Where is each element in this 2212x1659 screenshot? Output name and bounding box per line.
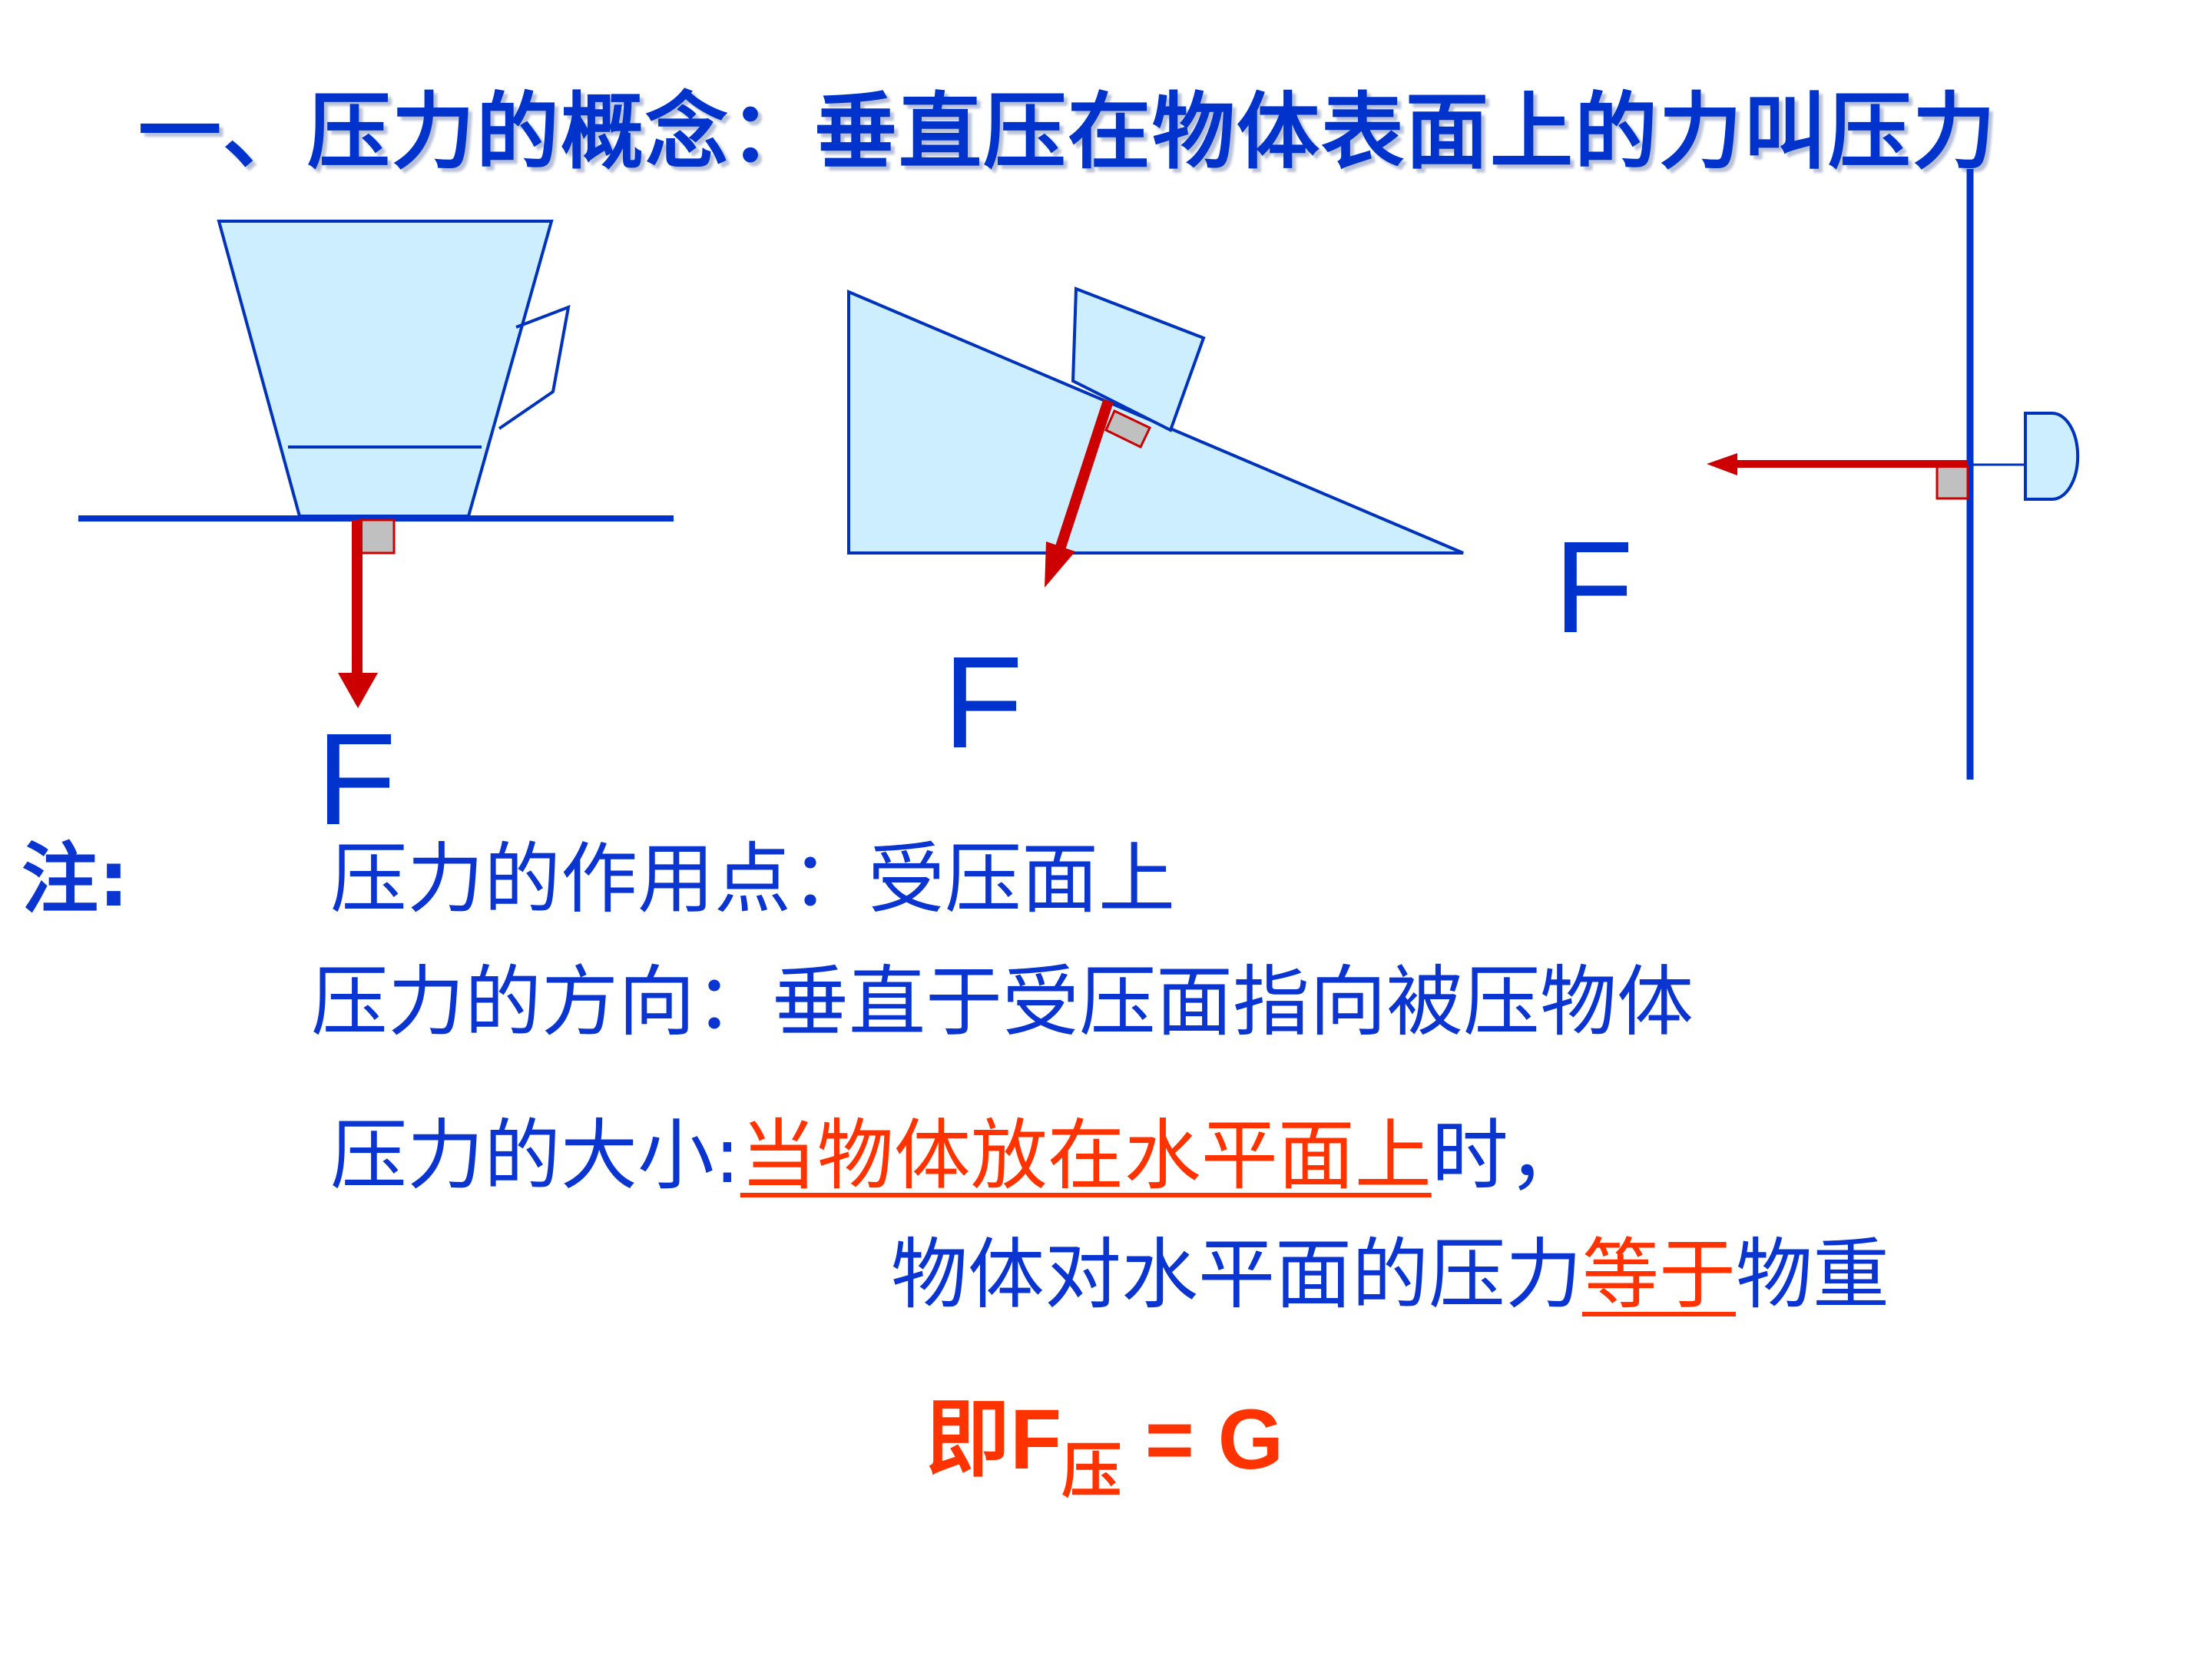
incline-diagram — [847, 286, 1464, 588]
force-label-incline: F — [943, 630, 1023, 776]
force-arrow-head-left-icon — [1707, 453, 1737, 475]
formula: 即F压 = G — [926, 1398, 1283, 1502]
force-arrow-head-down-icon — [338, 673, 378, 708]
magnitude-equals-emphasis: 等于 — [1582, 1230, 1736, 1320]
note-magnitude-line1: 压力的大小:当物体放在水平面上时， — [330, 1118, 1585, 1194]
cup-handle — [498, 304, 571, 430]
magnitude-line2-prefix: 物体对水平面的压力 — [891, 1230, 1582, 1320]
contact-point-marker — [358, 518, 396, 555]
formula-rest: = G — [1121, 1392, 1284, 1487]
note-point-of-action: 压力的作用点：受压面上 — [330, 834, 1175, 924]
note-direction: 压力的方向：垂直于受压面指向被压物体 — [311, 957, 1694, 1047]
magnitude-condition: 当物体放在水平面上 — [740, 1111, 1432, 1200]
formula-prefix: 即F — [926, 1392, 1062, 1487]
magnitude-condition-suffix: 时， — [1431, 1111, 1585, 1200]
force-label-wall: F — [1554, 515, 1634, 661]
force-label-cup: F — [316, 707, 396, 853]
notes-label: 注: — [22, 834, 129, 924]
cup-body — [217, 220, 554, 518]
cup-diagram — [78, 220, 674, 708]
block-on-incline — [1071, 286, 1206, 432]
magnitude-prefix: 压力的大小: — [330, 1111, 740, 1200]
force-arrow-shaft — [1055, 399, 1114, 551]
note-magnitude-line2: 物体对水平面的压力等于物重 — [891, 1237, 1889, 1313]
force-arrow-head-down-left-icon — [1045, 541, 1075, 588]
suction-cup-shape — [2024, 412, 2080, 501]
formula-subscript: 压 — [1061, 1437, 1122, 1506]
contact-point-marker — [1936, 465, 1969, 500]
contact-point-marker — [1104, 409, 1152, 449]
page-title: 一、压力的概念：垂直压在物体表面上的力叫压力 — [138, 84, 1998, 180]
wall-diagram — [1707, 169, 2080, 780]
magnitude-line2-suffix: 物重 — [1736, 1230, 1889, 1320]
